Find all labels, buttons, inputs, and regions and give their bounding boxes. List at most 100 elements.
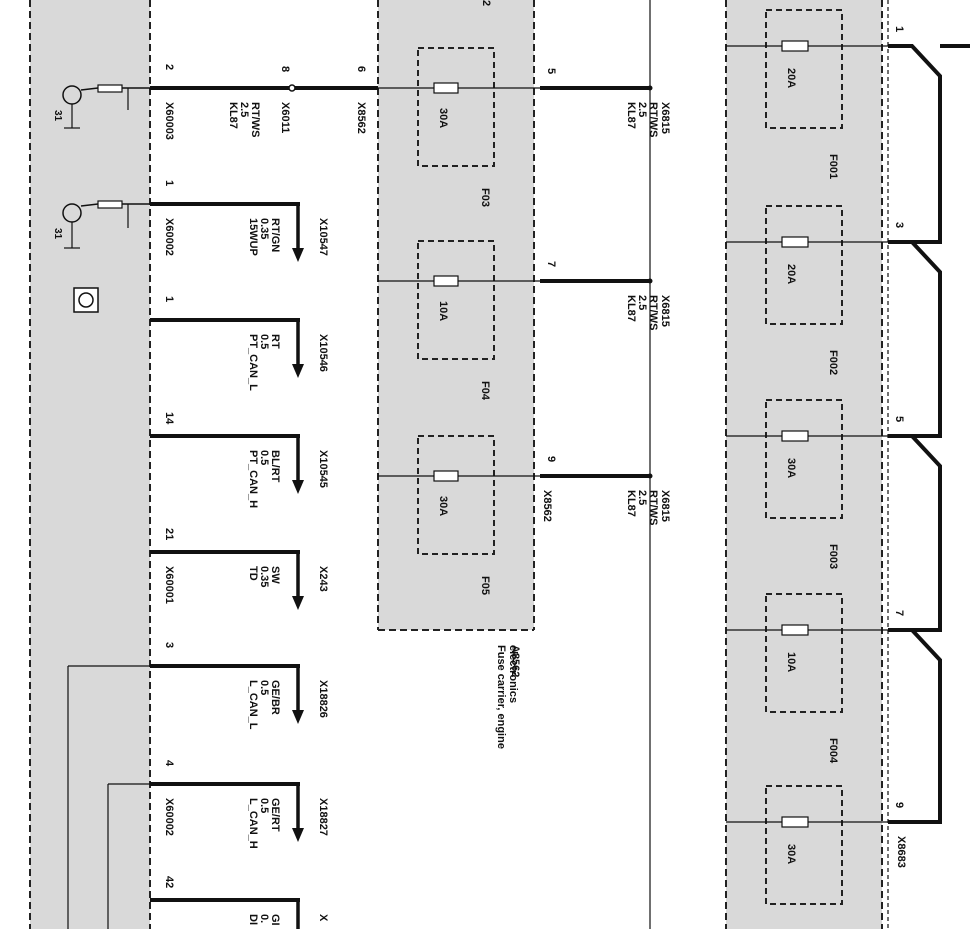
fuse-rating: 30A bbox=[785, 844, 797, 864]
fuse-name: F004 bbox=[827, 738, 839, 764]
fuse-rating: 30A bbox=[785, 458, 797, 478]
connector-id: X60002 bbox=[163, 218, 175, 256]
ground-lamp-symbol-1: 31 bbox=[52, 84, 150, 129]
arrow-head bbox=[292, 248, 304, 262]
wire-spec: L_CAN_H0.5GE/RT bbox=[247, 798, 281, 849]
wire-spec-line: 15WUP bbox=[247, 218, 259, 256]
wire-spec-line: GI bbox=[269, 914, 281, 926]
output-connector: X6815 bbox=[659, 490, 671, 522]
target-connector: X10546 bbox=[317, 334, 329, 372]
fuse-icon bbox=[433, 470, 459, 482]
output-connector: X6815 bbox=[659, 102, 671, 134]
carrier-description-line2: electronics bbox=[507, 645, 519, 703]
middle-pin-a: 8 bbox=[279, 66, 291, 72]
fuse-icon bbox=[781, 40, 809, 52]
output-wire-spec: KL872.5RT/WS bbox=[625, 102, 659, 137]
wire-spec-line: 2.5 bbox=[636, 295, 648, 310]
wire-spec-line: PT_CAN_H bbox=[247, 450, 259, 508]
module-icon bbox=[73, 287, 99, 313]
wire-spec-line: L_CAN_H bbox=[247, 798, 259, 849]
wire-spec-line: 2.5 bbox=[238, 102, 250, 117]
output-pin: 7 bbox=[545, 261, 557, 267]
wire-spec-line: KL87 bbox=[625, 490, 637, 517]
target-connector: X10547 bbox=[317, 218, 329, 256]
carrier-id: A8562 bbox=[509, 645, 521, 677]
connector-id: X60001 bbox=[163, 566, 175, 604]
fuse-frame bbox=[765, 9, 843, 129]
output-wire-spec: KL872.5RT/WS bbox=[625, 295, 659, 330]
fuse-icon bbox=[781, 236, 809, 248]
arrow-head bbox=[292, 828, 304, 842]
right-fuse-f0: 30AF09 bbox=[726, 785, 905, 905]
fuse-name: F001 bbox=[827, 154, 839, 179]
fuse-pin: 3 bbox=[893, 222, 905, 228]
fuse-pin: 5 bbox=[893, 416, 905, 422]
fuse-name: F03 bbox=[479, 188, 491, 207]
wire-spec-line: RT/WS bbox=[249, 102, 261, 137]
bridge-wire bbox=[888, 434, 942, 632]
fuse-frame bbox=[417, 240, 495, 360]
wire-spec-line: 0.5 bbox=[258, 334, 270, 349]
fuse-rating: 20A bbox=[785, 68, 797, 88]
connector-pin: 2 bbox=[163, 64, 175, 70]
target-connector: X10545 bbox=[317, 450, 329, 488]
connector-pin: 1 bbox=[163, 180, 175, 186]
wire-spec-line: RT/WS bbox=[647, 295, 659, 330]
fuse-rating: 30A bbox=[437, 108, 449, 128]
carrier-description-line1: Fuse carrier, engine bbox=[495, 645, 507, 749]
output-pin: 9 bbox=[545, 456, 557, 462]
fuse-rating: 10A bbox=[785, 652, 797, 672]
fuse-rating: 20A bbox=[785, 264, 797, 284]
fuse-icon bbox=[781, 430, 809, 442]
fuse-pin: 9 bbox=[893, 802, 905, 808]
fuse-rating: 10A bbox=[437, 301, 449, 321]
ground-label-2: 31 bbox=[52, 228, 63, 240]
target-connector: X243 bbox=[317, 566, 329, 592]
wire-spec-line: RT/GN bbox=[269, 218, 281, 252]
ground-label: 31 bbox=[52, 110, 63, 122]
wire-spec-line: RT bbox=[269, 334, 281, 349]
wire-spec-line: KL87 bbox=[227, 102, 239, 129]
wire-spec-line: KL87 bbox=[625, 102, 637, 129]
arrow-head bbox=[292, 480, 304, 494]
fuse-rating: 30A bbox=[437, 496, 449, 516]
fuse-icon bbox=[433, 82, 459, 94]
wire-spec-line: RT/WS bbox=[647, 102, 659, 137]
carrier-top-label: 2 bbox=[480, 0, 492, 6]
output-wire-spec: KL872.5RT/WS bbox=[625, 490, 659, 525]
wire-spec: PT_CAN_H0.5BL/RT bbox=[247, 450, 281, 508]
wire-spec-line: GE/BR bbox=[269, 680, 281, 715]
wire-spec-line: SW bbox=[269, 566, 281, 584]
middle-wire: 8 X6011 6 X8562 bbox=[150, 66, 378, 134]
target-connector: X bbox=[317, 914, 329, 922]
fuse-frame bbox=[417, 435, 495, 555]
wire-spec-line: 0.5 bbox=[258, 798, 270, 813]
wire-spec: KL872.5RT/WS bbox=[227, 102, 261, 137]
wire-spec-line: 0.35 bbox=[258, 566, 270, 587]
connector-id: X60003 bbox=[163, 102, 175, 140]
fuse-frame bbox=[765, 399, 843, 519]
bridge-wire bbox=[888, 628, 942, 824]
fuse-icon bbox=[781, 816, 809, 828]
fuse-frame bbox=[765, 785, 843, 905]
wire-spec-line: L_CAN_L bbox=[247, 680, 259, 730]
arrow-head bbox=[292, 710, 304, 724]
bridge-wire bbox=[888, 44, 942, 244]
output-pin: 5 bbox=[545, 68, 557, 74]
arrow-head bbox=[292, 364, 304, 378]
wire-spec-line: 0. bbox=[258, 914, 270, 923]
fuse-frame bbox=[417, 47, 495, 167]
fuse-name: F003 bbox=[827, 544, 839, 569]
fuse-name: F002 bbox=[827, 350, 839, 375]
connector-pin: 14 bbox=[163, 412, 175, 425]
